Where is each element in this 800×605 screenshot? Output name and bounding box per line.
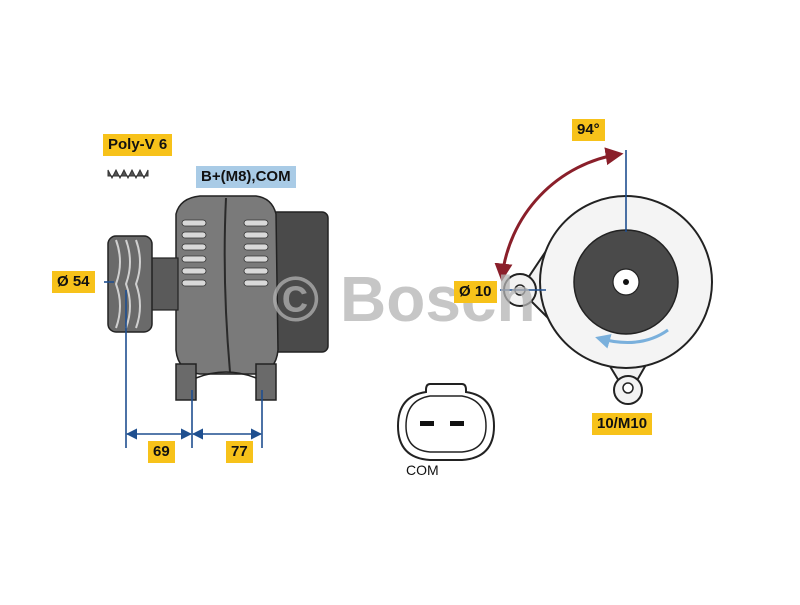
poly-v-label: Poly-V 6 [103,134,173,156]
watermark-brand: Bosch [340,263,536,335]
dimension-69-label: 69 [148,441,175,463]
watermark-copyright-icon: © [272,263,320,335]
dimension-77-label: 77 [226,441,253,463]
pulley-diameter-label: Ø 54 [52,271,95,293]
connector-plug-icon [396,383,496,461]
rotation-direction-icon [595,328,669,349]
side-dimension-lines [104,281,263,448]
connector-label: COM [406,462,439,478]
angle-label: 94° [572,119,605,141]
terminal-label: B+(M8),COM [196,166,296,188]
mount-thread-label: 10/M10 [592,413,653,435]
angle-arc-icon [494,147,624,282]
front-dimension-lines [494,147,627,291]
hole-diameter-label: Ø 10 [454,281,497,303]
poly-v-belt-icon [107,168,149,180]
alternator-side-view [107,195,329,401]
